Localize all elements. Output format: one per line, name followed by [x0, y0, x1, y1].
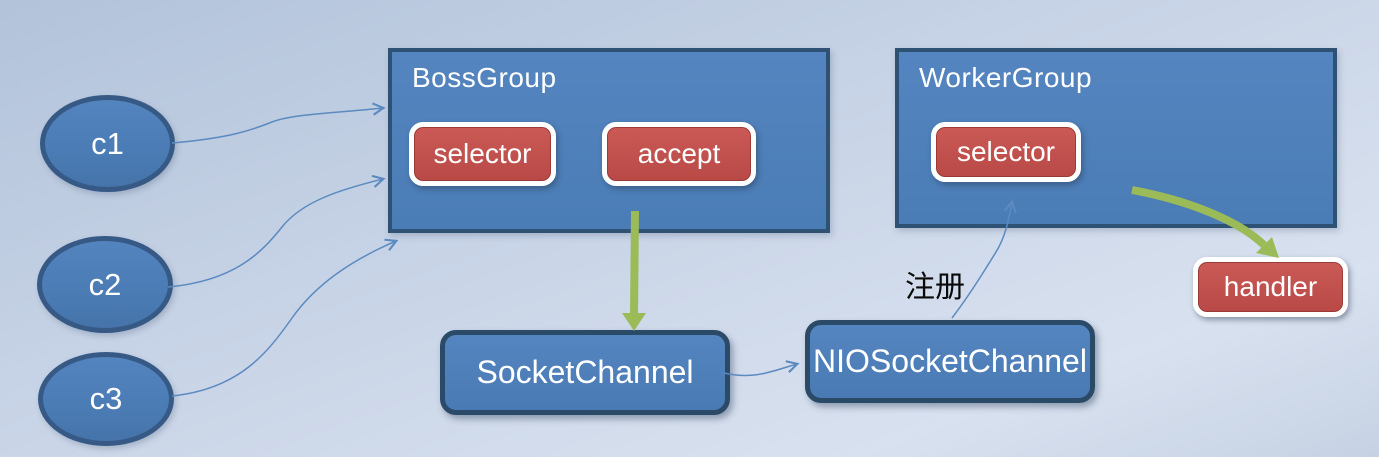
- boss-group-title: BossGroup: [412, 62, 557, 93]
- workergroup-to-handler-arrowhead: [1256, 237, 1279, 258]
- connector-c3-to-bossgroup: [171, 238, 399, 397]
- boss-group-box: BossGroup selector accept: [388, 48, 830, 233]
- worker-group-box: WorkerGroup selector: [895, 48, 1337, 228]
- worker-selector-label: selector: [956, 136, 1056, 167]
- worker-group-title: WorkerGroup: [919, 62, 1093, 93]
- accept-to-socketchannel-arrowhead: [622, 313, 646, 331]
- nio-socket-channel-box: NIOSocketChannel: [805, 320, 1095, 403]
- client-node-c1: c1: [40, 95, 175, 192]
- client-label-c2: c2: [88, 266, 122, 302]
- connector-c2-to-bossgroup: [167, 174, 386, 288]
- client-label-c3: c3: [89, 381, 123, 416]
- nio-socket-channel-label: NIOSocketChannel: [813, 343, 1087, 379]
- socket-channel-box: SocketChannel: [440, 330, 730, 415]
- client-node-c2: c2: [37, 236, 173, 333]
- socket-channel-label: SocketChannel: [476, 354, 694, 390]
- client-label-c1: c1: [91, 125, 124, 161]
- handler-box: handler: [1193, 257, 1348, 317]
- connector-c1-to-bossgroup: [171, 102, 386, 144]
- register-label: 注册: [905, 270, 965, 305]
- boss-accept-box: accept: [602, 122, 756, 186]
- boss-selector-label: selector: [433, 138, 532, 169]
- handler-label: handler: [1223, 271, 1318, 302]
- boss-accept-label: accept: [637, 138, 721, 169]
- worker-selector-box: selector: [931, 122, 1081, 182]
- connector-socketchannel-to-niosocketchannel: [723, 360, 800, 377]
- client-node-c3: c3: [38, 352, 174, 446]
- boss-selector-box: selector: [409, 122, 556, 186]
